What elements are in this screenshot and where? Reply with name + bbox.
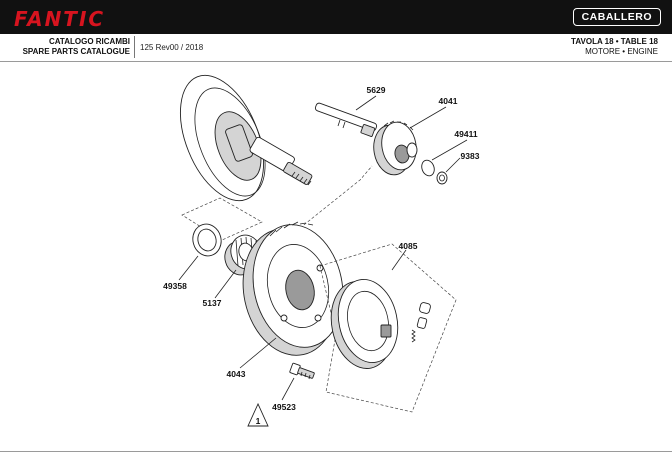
- washer-49411: [421, 159, 435, 177]
- header-divider: [134, 36, 135, 58]
- part-label-49358: 49358: [163, 281, 187, 291]
- catalog-header: CATALOGO RICAMBI SPARE PARTS CATALOGUE 1…: [0, 34, 672, 62]
- footer-rule: [0, 451, 672, 452]
- brand-logo: FANTIC: [14, 7, 106, 31]
- part-label-5629: 5629: [367, 85, 386, 95]
- model-badge: CABALLERO: [572, 8, 661, 26]
- part-label-49411: 49411: [454, 129, 477, 139]
- shaft-5629: [314, 102, 378, 137]
- catalog-line-2: SPARE PARTS CATALOGUE: [22, 47, 130, 56]
- table-title: TAVOLA 18 • TABLE 18 MOTORE • ENGINE: [571, 37, 658, 57]
- crankshaft-assembly: [180, 74, 313, 202]
- table-line-1: TAVOLA 18 • TABLE 18: [571, 37, 658, 46]
- warning-triangle-icon: [247, 402, 269, 427]
- top-bar: FANTIC CABALLERO: [0, 0, 672, 34]
- part-label-4043: 4043: [227, 369, 246, 379]
- part-label-4085: 4085: [399, 241, 418, 251]
- part-label-49523: 49523: [272, 402, 296, 412]
- part-label-9383: 9383: [461, 151, 480, 161]
- warning-symbol-text: 1: [256, 416, 261, 426]
- catalog-title: CATALOGO RICAMBI SPARE PARTS CATALOGUE: [12, 37, 130, 57]
- starter-clutch-4085: [330, 279, 431, 369]
- part-label-5137: 5137: [203, 298, 222, 308]
- washer-49358: [192, 223, 222, 257]
- gear-4043: [242, 221, 344, 356]
- circlip-9383: [436, 171, 448, 185]
- bearing-group-outline: [181, 197, 263, 241]
- gear-4041: [373, 120, 418, 176]
- catalog-line-1: CATALOGO RICAMBI: [48, 37, 130, 46]
- table-line-2: MOTORE • ENGINE: [585, 47, 658, 56]
- part-label-4041: 4041: [439, 96, 458, 106]
- revision-label: 125 Rev00 / 2018: [140, 43, 204, 52]
- bolt-49523: [289, 362, 315, 380]
